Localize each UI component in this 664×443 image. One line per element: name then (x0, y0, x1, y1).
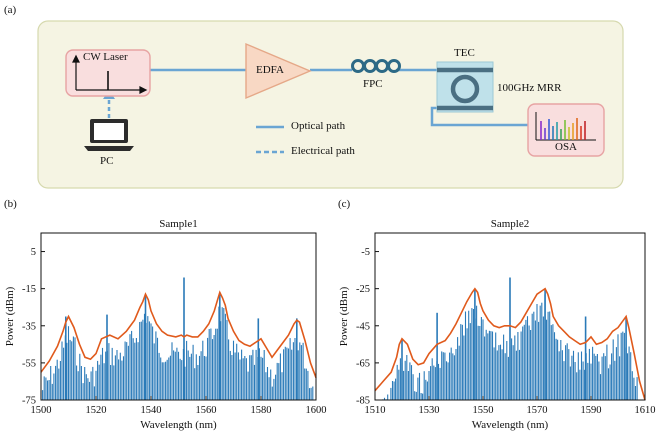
x-tick-label: 1550 (473, 405, 494, 416)
y-tick-label: -5 (361, 247, 370, 258)
x-tick-label: 1520 (86, 405, 107, 416)
envelope-line (40, 290, 317, 378)
envelope-line (374, 287, 646, 401)
x-tick-label: 1530 (419, 405, 440, 416)
fpc-label: FPC (363, 78, 383, 90)
x-tick-label: 1500 (31, 405, 52, 416)
y-tick-label: -75 (22, 396, 36, 407)
tec-label: TEC (454, 47, 475, 59)
fpc-icon (351, 59, 401, 73)
x-tick-label: 1610 (635, 405, 656, 416)
panel-label-b: (b) (4, 198, 17, 210)
x-tick-label: 1510 (365, 405, 386, 416)
x-tick-label: 1580 (251, 405, 272, 416)
y-axis-label: Power (dBm) (338, 286, 350, 346)
edfa-amplifier (245, 42, 312, 100)
y-tick-label: -65 (356, 358, 370, 369)
y-tick-label: -35 (22, 321, 36, 332)
plot-frame (40, 232, 317, 401)
x-tick-label: 1560 (196, 405, 217, 416)
legend-optical-label: Optical path (291, 120, 346, 132)
y-tick-label: -85 (356, 396, 370, 407)
y-tick-label: -55 (22, 358, 36, 369)
y-tick-label: -25 (356, 284, 370, 295)
chart-title: Sample2 (491, 218, 530, 230)
panel-label-a: (a) (4, 4, 17, 16)
osa-spectrum-icon (535, 112, 596, 141)
spectrum-series (382, 277, 638, 400)
mrr-ring (450, 74, 480, 104)
pc-icon (84, 119, 134, 151)
laser-axes-icon (72, 54, 148, 94)
chart-title: Sample1 (159, 218, 198, 230)
chart-sample1: Sample1 1500 1520 1540 1560 1580 1600 5 -15 -35 -5… (4, 218, 327, 431)
y-axis-label: Power (dBm) (4, 286, 16, 346)
osa-label: OSA (555, 141, 578, 153)
plot-frame (374, 232, 646, 401)
legend-electrical-label: Electrical path (291, 145, 355, 157)
x-axis-label: Wavelength (nm) (472, 419, 549, 431)
y-tick-label: -45 (356, 321, 370, 332)
x-tick-label: 1600 (306, 405, 327, 416)
osa-box (527, 103, 605, 157)
mrr-label: 100GHz MRR (497, 82, 562, 94)
pc-label: PC (100, 155, 114, 167)
x-tick-label: 1540 (141, 405, 162, 416)
panel-label-c: (c) (338, 198, 351, 210)
chart-sample2: Sample2 1510 1530 1550 1570 1590 1610 -5 -25 -45 -… (338, 218, 656, 431)
x-tick-label: 1570 (527, 405, 548, 416)
cw-laser-label: CW Laser (83, 51, 128, 63)
x-axis-label: Wavelength (nm) (140, 419, 217, 431)
setup-diagram (37, 20, 624, 189)
y-tick-label: -15 (22, 284, 36, 295)
y-tick-label: 5 (31, 247, 36, 258)
spectrum-series (40, 277, 314, 400)
x-tick-label: 1590 (581, 405, 602, 416)
edfa-label: EDFA (256, 64, 284, 76)
